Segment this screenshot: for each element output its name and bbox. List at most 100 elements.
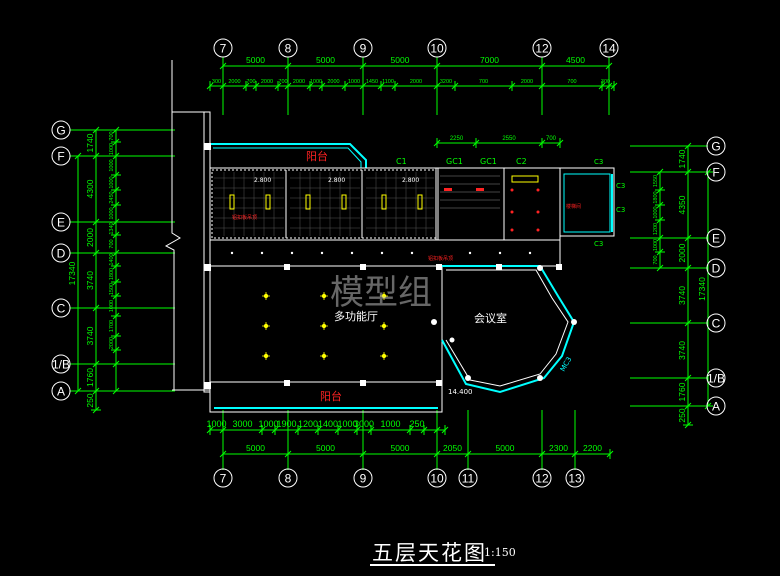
axis-bottom-3-label: 10 (430, 472, 444, 486)
top-sub-dim-1: 2000 (228, 79, 240, 85)
bottom-main-dim-5: 2300 (549, 443, 568, 453)
right-inner-dim-0: 1550 (653, 175, 659, 187)
bottom-sub-dim-5: 1400 (318, 419, 338, 429)
axis-left-6 (51, 381, 71, 401)
left-inner-dim-2: 1000 (109, 159, 115, 171)
window-tag-gc1a: GC1 (446, 157, 463, 166)
top-main-dim-0: 5000 (246, 55, 265, 65)
left-main-dim-5: 1760 (85, 368, 95, 387)
height-label-3: 2.800 (402, 177, 419, 184)
balcony-bottom-label: 阳台 (320, 389, 342, 403)
bottom-sub-dim-6: 1000 (337, 419, 357, 429)
corridor-note: 铝扣板吊顶 (428, 255, 453, 262)
hall-light-4 (320, 322, 328, 330)
axis-right-0 (706, 136, 726, 156)
axis-bottom-4-label: 11 (462, 472, 475, 486)
window-tag-c3a: C3 (594, 158, 603, 166)
window-tag-c1: C1 (396, 157, 407, 166)
hall-light-6 (262, 352, 270, 360)
left-main-dim-2: 2000 (85, 228, 95, 247)
left-main-dim-1: 4300 (85, 179, 95, 198)
bottom-main-dim-4: 5000 (496, 443, 515, 453)
right-main-dim-1: 4350 (677, 195, 687, 214)
axis-right-5 (706, 368, 726, 388)
axis-bottom-1 (278, 468, 298, 488)
window-tag-c3d: C3 (594, 240, 603, 248)
top-sub-dim-13: 700 (479, 79, 488, 85)
top-sub-dim-11: 2000 (410, 79, 422, 85)
axis-right-1-label: F (712, 166, 719, 180)
columns (204, 143, 562, 389)
right-main-dim-3: 3740 (677, 286, 687, 305)
left-inner-dim-1: 1000 (109, 143, 115, 155)
top-main-dim-1: 5000 (316, 55, 335, 65)
axis-left-4 (51, 298, 71, 318)
axis-right-0-label: G (711, 140, 720, 154)
bottom-main-dim-1: 5000 (316, 443, 335, 453)
axis-left-3 (51, 243, 71, 263)
bottom-main-dim-2: 5000 (391, 443, 410, 453)
axis-top-5-label: 14 (602, 42, 616, 56)
axis-top-3 (427, 38, 447, 58)
axis-top-1 (278, 38, 298, 58)
right-main-dim-2: 2000 (677, 243, 687, 262)
axis-bottom-0 (213, 468, 233, 488)
top-main-dim-2: 5000 (391, 55, 410, 65)
drawing-scale: 1:150 (484, 546, 516, 559)
hall-light-5 (380, 322, 388, 330)
hall-light-8 (380, 352, 388, 360)
left-inner-dim-3: 1000 (109, 176, 115, 188)
right-main-dim-0: 1740 (677, 149, 687, 168)
left-inner-dim-9: 1800 (109, 268, 115, 280)
axis-right-4-label: C (712, 317, 721, 331)
bottom-main-dim-3: 2050 (443, 443, 462, 453)
top-main-dim-3: 7000 (480, 55, 499, 65)
hall-light-3 (262, 322, 270, 330)
hall-light-7 (320, 352, 328, 360)
meeting-room-lights (431, 265, 577, 381)
top-sub-dim-9: 1450 (366, 79, 378, 85)
axis-right-5-label: 1/B (707, 372, 725, 386)
window-tag-c3c: C3 (616, 206, 625, 214)
axis-bottom-3 (427, 468, 447, 488)
top-sub-dim-12: 3200 (440, 79, 452, 85)
bottom-sub-dim-7: 3000 (354, 419, 374, 429)
bottom-sub-dim-9: 250 (409, 419, 424, 429)
hall-light-0 (262, 292, 270, 300)
left-main-dim-3: 3740 (85, 271, 95, 290)
bottom-main-dim-0: 5000 (246, 443, 265, 453)
height-label-1: 2.800 (254, 177, 271, 184)
left-outer-dim-0: 17340 (67, 261, 77, 285)
axis-top-0-label: 7 (220, 42, 227, 56)
top-sub-dim-2: 700 (246, 79, 255, 85)
axis-bottom-4 (458, 468, 478, 488)
axis-top-3-label: 10 (430, 42, 444, 56)
right-inner-dim-5: 700 (653, 255, 659, 264)
axis-bottom-2 (353, 468, 373, 488)
axis-left-2-label: E (57, 216, 65, 230)
left-inner-dim-0: 700 (109, 131, 115, 140)
axis-right-6-label: A (712, 400, 720, 414)
dimension-lines (70, 57, 713, 470)
top-sub-dim-16: 300 (601, 79, 610, 85)
axis-left-0 (51, 120, 71, 140)
axis-left-6-label: A (57, 385, 65, 399)
top-sub-dim-3: 2000 (261, 79, 273, 85)
axis-left-4-label: C (57, 302, 66, 316)
left-inner-dim-11: 1000 (109, 300, 115, 312)
left-main-dim-4: 3740 (85, 326, 95, 345)
top-sub-dim-6: 1000 (310, 79, 322, 85)
right-main-dim-6: 250 (677, 408, 687, 422)
left-inner-dim-4: 2450 (109, 191, 115, 203)
window-tag-c3b: C3 (616, 182, 625, 190)
stair-note: 楼梯间 (566, 203, 581, 210)
right-inner-dim-2: 1000 (653, 206, 659, 218)
axis-bottom-2-label: 9 (360, 472, 367, 486)
axis-left-1 (51, 146, 71, 166)
bottom-sub-dim-4: 1200 (298, 419, 318, 429)
axis-bottom-5 (532, 468, 552, 488)
hall-light-2 (380, 292, 388, 300)
